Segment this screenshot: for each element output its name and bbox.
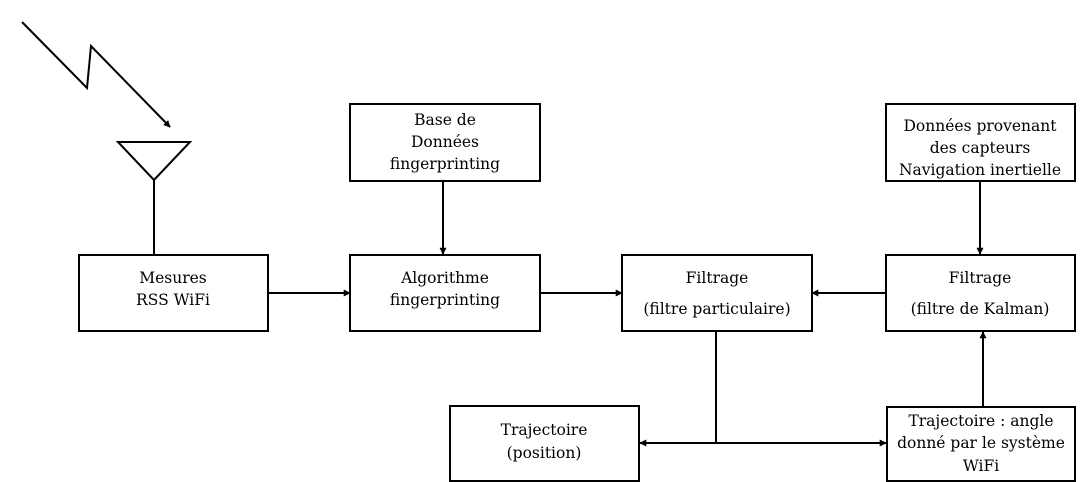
- capteurs-line-1: Données provenant: [904, 117, 1058, 135]
- base-line-2: Données: [411, 133, 479, 151]
- base-line-1: Base de: [414, 111, 476, 129]
- mesures-line-2: RSS WiFi: [136, 291, 210, 309]
- filtrage-particulaire-line-2: (filtre particulaire): [643, 300, 790, 318]
- box-base-donnees: Base de Données fingerprinting: [349, 103, 541, 182]
- base-line-3: fingerprinting: [390, 155, 500, 173]
- algo-line-1: Algorithme: [400, 269, 489, 287]
- box-donnees-capteurs: Données provenant des capteurs Navigatio…: [885, 103, 1076, 182]
- trajectoire-angle-line-2: donné par le système: [897, 434, 1065, 452]
- wireless-signal-icon: [21, 21, 171, 128]
- antenna-icon: [115, 141, 193, 254]
- box-trajectoire-angle: Trajectoire : angle donné par le système…: [886, 406, 1076, 482]
- algo-line-2: fingerprinting: [390, 291, 500, 309]
- box-filtrage-particulaire: Filtrage (filtre particulaire): [621, 254, 813, 332]
- kalman-line-1: Filtrage: [949, 269, 1012, 287]
- trajectoire-angle-line-3: WiFi: [963, 457, 999, 475]
- capteurs-line-2: des capteurs: [930, 139, 1031, 157]
- trajectoire-position-line-1: Trajectoire: [501, 421, 588, 439]
- trajectoire-position-line-2: (position): [507, 444, 582, 462]
- mesures-line-1: Mesures: [139, 269, 207, 287]
- connectors: [268, 182, 987, 447]
- filtrage-particulaire-line-1: Filtrage: [686, 269, 749, 287]
- box-trajectoire-position: Trajectoire (position): [449, 405, 640, 482]
- kalman-line-2: (filtre de Kalman): [911, 300, 1050, 318]
- trajectoire-angle-line-1: Trajectoire : angle: [908, 412, 1053, 430]
- box-mesures-rss-wifi: Mesures RSS WiFi: [78, 254, 269, 332]
- capteurs-line-3: Navigation inertielle: [899, 161, 1061, 179]
- box-filtrage-kalman: Filtrage (filtre de Kalman): [885, 254, 1076, 332]
- box-algorithme: Algorithme fingerprinting: [349, 254, 541, 332]
